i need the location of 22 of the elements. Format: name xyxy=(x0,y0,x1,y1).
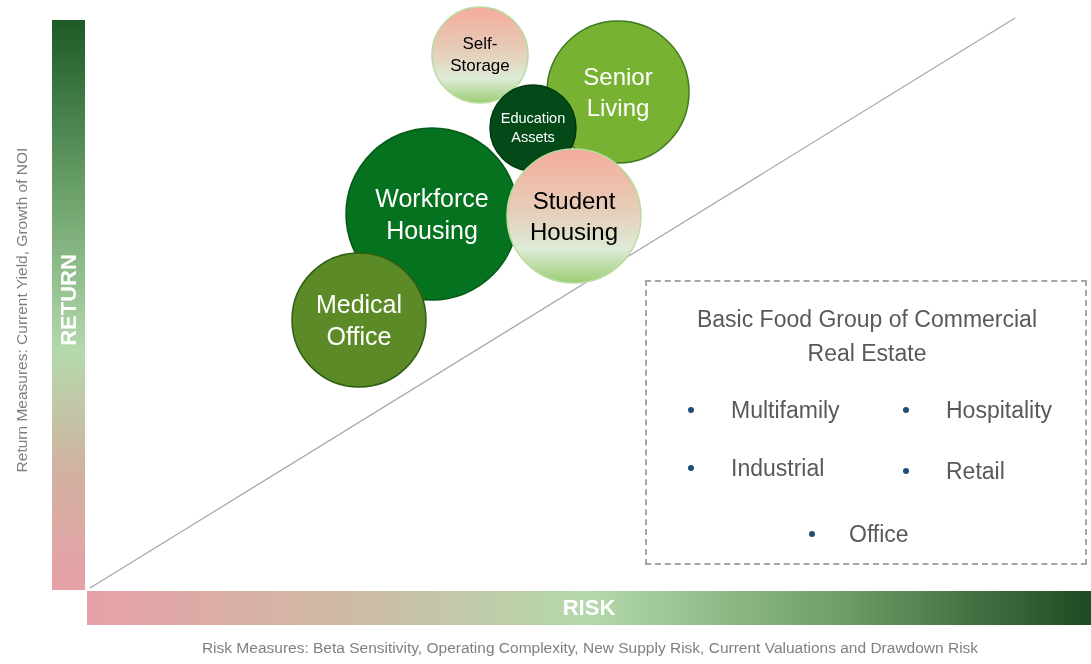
list-item: Retail xyxy=(946,457,1005,485)
dashed-box xyxy=(645,280,1087,565)
bubble xyxy=(291,252,427,388)
bubble xyxy=(506,148,642,284)
list-item: Hospitality xyxy=(946,396,1053,424)
axis-title: RETURN xyxy=(55,254,82,346)
axis-note: Risk Measures: Beta Sensitivity, Operating Complexity, New Supply Risk, Current Valuations and Drawdown Risk xyxy=(201,639,979,657)
return-axis-bar xyxy=(52,20,85,590)
list-item: Office xyxy=(849,520,909,548)
box-heading: Basic Food Group of Commercial Real Estate xyxy=(696,305,1038,368)
bubble-label: Student Housing xyxy=(528,185,620,247)
bubble-label: Workforce Housing xyxy=(374,182,490,246)
bubble-label: Medical Office xyxy=(314,288,404,352)
risk-axis-bar xyxy=(87,591,1091,625)
axis-note: Return Measures: Current Yield, Growth of NOI xyxy=(13,147,31,473)
axis-title: RISK xyxy=(562,595,616,621)
bubble-label: Education Assets xyxy=(499,109,567,147)
list-item: Multifamily xyxy=(731,396,840,424)
bubble-label: Senior Living xyxy=(582,61,654,123)
bubble xyxy=(431,6,529,104)
list-item: Industrial xyxy=(731,454,825,482)
bubble-label: Self- Storage xyxy=(449,32,511,77)
